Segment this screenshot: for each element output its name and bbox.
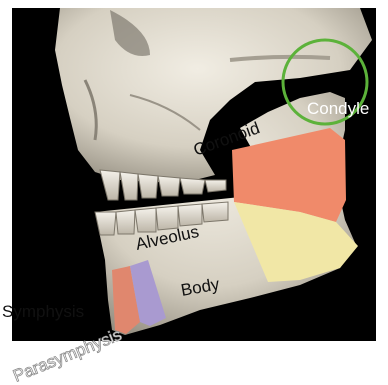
label-condyle: Condyle bbox=[307, 99, 369, 118]
label-symphysis: Symphysis bbox=[2, 302, 84, 321]
